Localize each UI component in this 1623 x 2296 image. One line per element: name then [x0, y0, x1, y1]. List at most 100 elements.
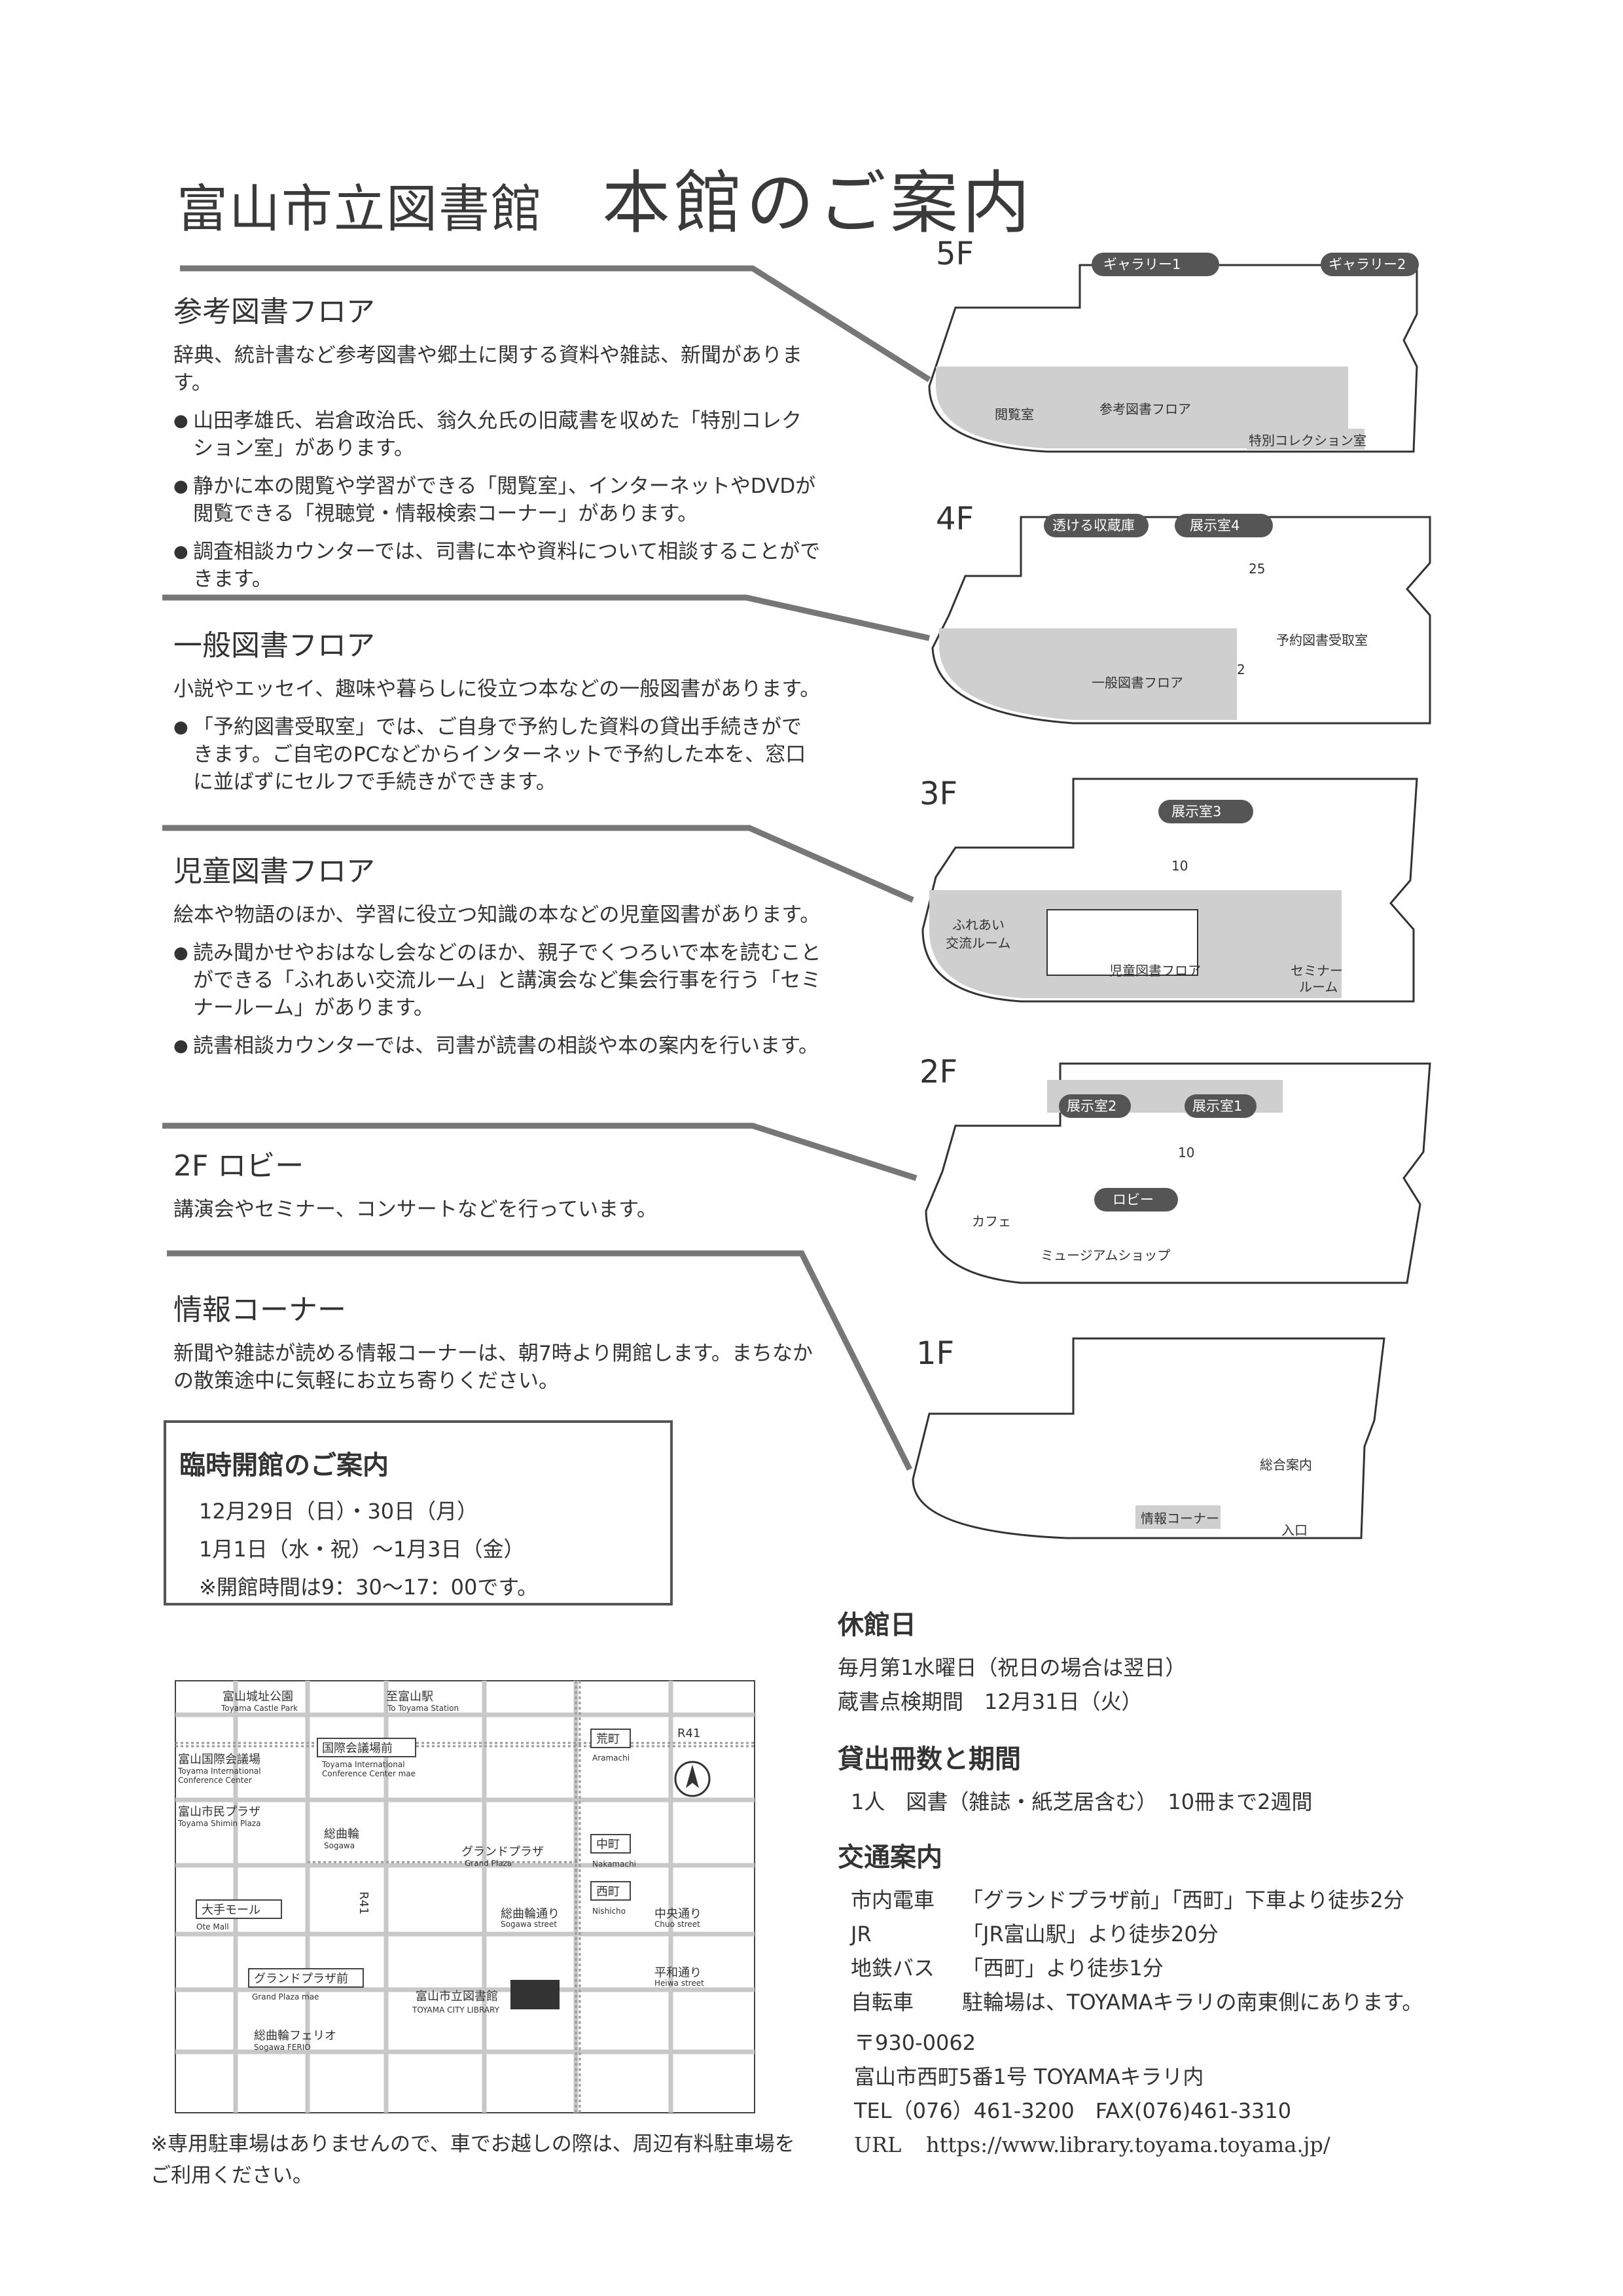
temporary-opening-notice: 臨時開館のご案内 12月29日（日）・30日（月） 1月1日（水・祝）～1月3日…: [164, 1420, 673, 1605]
svg-text:Toyama International: Toyama International: [321, 1760, 405, 1769]
website-link[interactable]: https://www.library.toyama.toyama.jp/: [926, 2132, 1330, 2157]
access-map: .rd { fill:none; stroke:#c8c8c8; stroke-…: [175, 1680, 755, 2113]
svg-text:Chuo street: Chuo street: [654, 1920, 700, 1929]
room-reference-floor: 参考図書フロア: [1099, 401, 1191, 417]
access-row: 市内電車「グランドプラザ前」「西町」下車より徒歩2分: [851, 1888, 1404, 1912]
section-lobby: 2F ロビー 講演会やセミナー、コンサートなどを行っています。: [173, 1142, 821, 1234]
floor-plan-5f: ギャラリー1 ギャラリー2 閲覧室 参考図書フロア 特別コレクション室: [928, 253, 1419, 453]
address: 富山市西町5番1号 TOYAMAキラリ内: [854, 2064, 1204, 2089]
leader-1f: [167, 1250, 913, 1471]
svg-text:Grand Plaza mae: Grand Plaza mae: [252, 1992, 319, 2001]
north-arrow-head-icon: [686, 1765, 699, 1788]
svg-text:Toyama Shimin Plaza: Toyama Shimin Plaza: [177, 1819, 261, 1828]
section-general: 一般図書フロア 小説やエッセイ、趣味や暮らしに役立つ本などの一般図書があります。…: [173, 622, 821, 806]
room-fureai-2: 交流ルーム: [946, 935, 1010, 951]
floor-label-1f: 1F: [916, 1335, 955, 1372]
room-lobby: ロビー: [1113, 1192, 1154, 1208]
room-museum-shop: ミュージアムショップ: [1041, 1247, 1170, 1263]
map-nishicho: 西町: [596, 1885, 620, 1899]
section-bullet: 「予約図書受取室」では、ご自身で予約した資料の貸出手続きができます。ご自宅のPC…: [173, 713, 821, 796]
section-lead: 小説やエッセイ、趣味や暮らしに役立つ本などの一般図書があります。: [173, 677, 821, 701]
room-exhibition-3: 展示室3: [1171, 804, 1221, 819]
svg-text:Sogawa FERIO: Sogawa FERIO: [254, 2043, 311, 2052]
loan-info: 貸出冊数と期間 1人 図書（雑誌・紙芝居含む） 10冊まで2週間: [838, 1738, 1558, 1819]
svg-text:Aramachi: Aramachi: [592, 1753, 630, 1763]
section-reference: 参考図書フロア 辞典、統計書など参考図書や郷土に関する資料や雑誌、新聞があります…: [173, 288, 821, 603]
section-info-corner: 情報コーナー 新聞や雑誌が読める情報コーナーは、朝7時より開館します。まちなかの…: [173, 1286, 821, 1405]
map-shimin-plaza: 富山市民プラザ: [178, 1805, 260, 1819]
loan-line: 1人 図書（雑誌・紙芝居含む） 10冊まで2週間: [851, 1789, 1313, 1814]
section-bullet: 調査相談カウンターでは、司書に本や資料について相談することができます。: [173, 538, 821, 593]
section-heading: 2F ロビー: [173, 1149, 304, 1183]
notice-line: 1月1日（水・祝）～1月3日（金）: [199, 1537, 525, 1562]
section-bullet: 読書相談カウンターでは、司書が読書の相談や本の案内を行います。: [173, 1032, 821, 1060]
map-ote-mall: 大手モール: [202, 1903, 260, 1917]
section-lead: 新聞や雑誌が読める情報コーナーは、朝7時より開館します。まちなかの散策途中に気軽…: [173, 1342, 813, 1393]
page-title: 富山市立図書館本館のご案内: [177, 147, 1034, 246]
map-grand-plaza: グランドプラザ: [461, 1845, 544, 1859]
floor-number: 25: [1249, 561, 1265, 577]
map-conference: 富山国際会議場: [178, 1753, 260, 1767]
room-special-collection: 特別コレクション室: [1249, 433, 1366, 448]
phone-fax: TEL（076）461-3200 FAX(076)461-3310: [854, 2098, 1292, 2123]
access-title: 交通案内: [838, 1842, 942, 1873]
svg-text:Ote Mall: Ote Mall: [196, 1922, 229, 1931]
access-row: JR「JR富山駅」より徒歩20分: [851, 1922, 1219, 1946]
svg-text:Nishicho: Nishicho: [592, 1907, 626, 1916]
svg-text:Conference Center: Conference Center: [178, 1776, 252, 1785]
section-heading: 児童図書フロア: [173, 855, 375, 888]
svg-text:Nakamachi: Nakamachi: [592, 1859, 636, 1869]
contact-info: 〒930-0062 富山市西町5番1号 TOYAMAキラリ内 TEL（076）4…: [838, 2026, 1558, 2162]
closed-title: 休館日: [838, 1610, 916, 1640]
map-castle-park-en: Toyama Castle Park: [221, 1704, 298, 1713]
svg-text:Sogawa: Sogawa: [324, 1841, 355, 1850]
map-sogawa: 総曲輪: [324, 1827, 359, 1841]
room-general-info: 総合案内: [1260, 1457, 1312, 1473]
svg-text:Heiwa street: Heiwa street: [654, 1979, 704, 1988]
floor-label-3f: 3F: [919, 776, 958, 812]
room-reading: 閲覧室: [995, 406, 1034, 422]
room-gallery-2: ギャラリー2: [1329, 257, 1406, 272]
parking-note: ※専用駐車場はありませんので、車でお越しの際は、周辺有料駐車場をご利用ください。: [151, 2132, 795, 2187]
map-nakamachi: 中町: [596, 1838, 620, 1852]
section-bullet: 山田孝雄氏、岩倉政治氏、翁久允氏の旧蔵書を収めた「特別コレクション室」があります…: [173, 407, 821, 462]
leader-4f: [162, 594, 930, 641]
room-exhibition-2: 展示室2: [1067, 1098, 1116, 1114]
map-gp-stop: グランドプラザ前: [254, 1972, 348, 1986]
room-reservation-pickup: 予約図書受取室: [1276, 632, 1368, 648]
floor-number: 10: [1178, 1145, 1194, 1160]
map-aramachi: 荒町: [596, 1732, 620, 1746]
section-bullet: 読み聞かせやおはなし会などのほか、親子でくつろいで本を読むことができる「ふれあい…: [173, 939, 821, 1022]
section-heading: 情報コーナー: [173, 1293, 346, 1327]
guide-title: 本館のご案内: [602, 163, 1035, 243]
section-lead: 辞典、統計書など参考図書や郷土に関する資料や雑誌、新聞があります。: [173, 344, 802, 395]
map-ferio: 総曲輪フェリオ: [254, 2029, 336, 2043]
map-castle-park: 富山城址公園: [223, 1690, 293, 1704]
room-exhibition-4: 展示室4: [1190, 518, 1240, 533]
room-children-floor: 児童図書フロア: [1109, 963, 1201, 978]
library-name: 富山市立図書館: [177, 180, 544, 239]
svg-text:Sogawa street: Sogawa street: [501, 1920, 557, 1929]
map-station-en: To Toyama Station: [387, 1704, 459, 1713]
leader-3f: [162, 825, 914, 903]
room-seminar-2: ルーム: [1299, 979, 1338, 995]
floor-number: 2: [1237, 662, 1245, 677]
loan-title: 貸出冊数と期間: [838, 1744, 1021, 1774]
map-frame: [175, 1680, 755, 2113]
access-row: 地鉄バス「西町」より徒歩1分: [851, 1956, 1164, 1981]
access-info: 交通案内 市内電車「グランドプラザ前」「西町」下車より徒歩2分 JR「JR富山駅…: [838, 1836, 1558, 2019]
room-visible-storage: 透ける収蔵庫: [1052, 518, 1135, 533]
floor-plan-4f: 透ける収蔵庫 展示室4 25 予約図書受取室 2 一般図書フロア: [931, 514, 1431, 725]
notice-title: 臨時開館のご案内: [179, 1450, 389, 1480]
tram-line: [175, 1681, 755, 2113]
room-general-floor: 一般図書フロア: [1092, 675, 1183, 691]
floor-label-4f: 4F: [936, 501, 974, 537]
floor-plan-2f: 展示室2 展示室1 10 ロビー カフェ ミュージアムショップ: [925, 1062, 1431, 1284]
floor-plan-3f: 展示室3 10 ふれあい 交流ルーム 児童図書フロア セミナー ルーム: [921, 778, 1418, 1003]
access-row: 自転車駐輪場は、TOYAMAキラリの南東側にあります。: [851, 1990, 1423, 2015]
zip-code: 〒930-0062: [854, 2030, 976, 2055]
map-station: 至富山駅: [386, 1690, 433, 1704]
section-lead: 絵本や物語のほか、学習に役立つ知識の本などの児童図書があります。: [173, 903, 821, 927]
leader-5f: [180, 265, 931, 382]
